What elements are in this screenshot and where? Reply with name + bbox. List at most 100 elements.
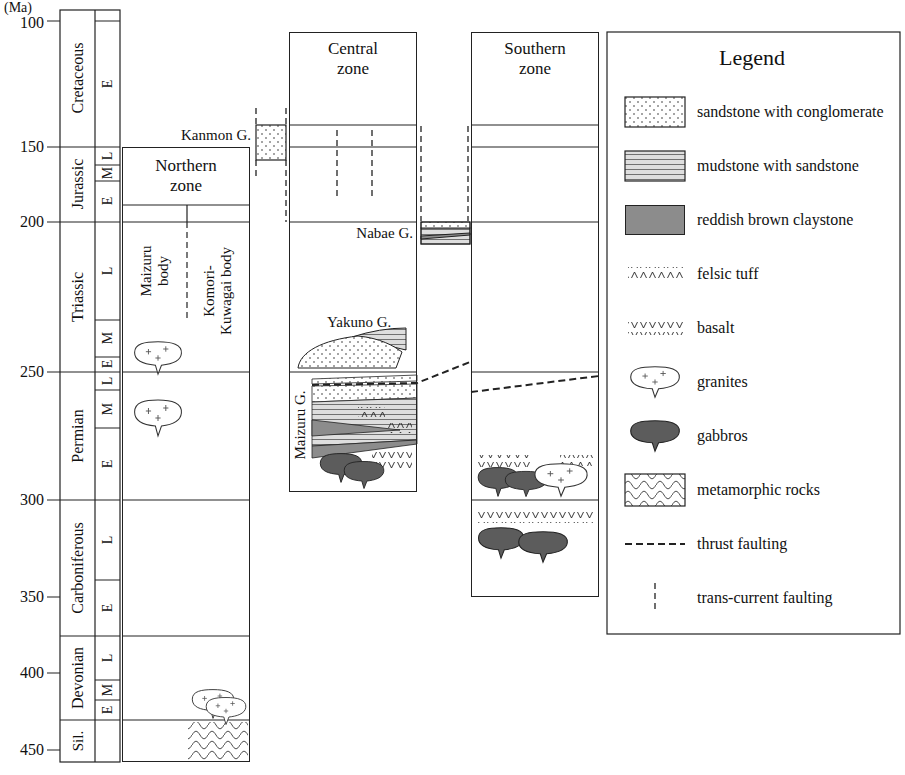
yakuno-strata-path <box>298 336 402 368</box>
maizuru-strata-rect <box>388 423 412 433</box>
legend-swatch <box>625 205 685 235</box>
legend-text: felsic tuff <box>697 264 758 283</box>
age-tick: 200 <box>20 212 44 231</box>
zone-title: Northern zone <box>140 156 232 197</box>
time-column-path <box>95 21 120 700</box>
thrust-faults-path <box>312 362 470 385</box>
epoch-letter: M <box>100 403 117 415</box>
period-name: Cretaceous <box>68 42 87 113</box>
transcurrent-faults <box>256 108 468 222</box>
legend-box-line <box>654 583 655 613</box>
legend-text: basalt <box>697 318 734 337</box>
southern-rocks-use <box>479 528 524 559</box>
transcurrent-faults-path <box>256 108 468 222</box>
legend-box-rect <box>625 97 685 127</box>
body-column: Komori-Kuwagai body <box>187 206 249 761</box>
body-column: Maizuru body <box>123 206 187 761</box>
kanmon-strata <box>256 125 286 160</box>
time-column-path <box>47 21 60 750</box>
age-tick: 450 <box>20 740 44 759</box>
legend-box-rect <box>625 474 685 506</box>
period-name: Triassic <box>68 272 87 322</box>
southern-rocks-use <box>519 532 568 563</box>
zone-title: Southern zone <box>489 39 581 80</box>
legend-text: thrust faulting <box>697 534 787 553</box>
epoch-letter: E <box>100 80 117 89</box>
formation-label: Yakuno G. <box>327 313 391 331</box>
maizuru-strata-rect <box>358 407 385 417</box>
northern-rocks-use <box>206 698 246 725</box>
time-column <box>47 10 120 762</box>
legend-text: gabbros <box>697 426 748 445</box>
period-name: Carboniferous <box>68 522 87 614</box>
maizuru-strata-polygon <box>312 398 417 446</box>
epoch-letter: L <box>100 536 117 545</box>
time-column-rect <box>60 10 120 762</box>
nabae-strata-rect <box>421 228 470 244</box>
maizuru-strata <box>312 375 417 489</box>
nabae-strata-path <box>421 233 470 239</box>
period-name: Devonian <box>68 647 87 709</box>
legend-text: metamorphic rocks <box>697 480 820 499</box>
body-name: Maizuru body <box>138 231 173 311</box>
nabae-strata-rect <box>421 222 470 228</box>
legend-box-rect <box>628 267 684 281</box>
southern-rocks-use <box>535 464 587 496</box>
legend-box <box>607 32 900 634</box>
legend-title: Legend <box>719 45 785 71</box>
nabae-strata <box>421 222 470 244</box>
period-name: Sil. <box>69 731 87 751</box>
southern-zone-lines <box>471 125 599 500</box>
zone-column: Northern zoneMaizuru body Komori-Kuwagai … <box>122 147 250 762</box>
time-column-path <box>60 147 120 720</box>
legend-box-rect <box>625 151 685 181</box>
period-name: Jurassic <box>68 159 87 210</box>
legend-box-rect <box>607 32 900 634</box>
northern-rocks <box>135 342 248 760</box>
epoch-letter: E <box>100 360 117 369</box>
northern-rocks-rect <box>188 722 248 760</box>
formation-label: Maizuru G. <box>291 390 309 459</box>
central-zone-lines-path <box>289 125 417 372</box>
southern-zone-lines-path <box>471 125 599 500</box>
epoch-letter: L <box>100 267 117 276</box>
zone-title: Central zone <box>310 39 396 80</box>
thrust-faults-path <box>471 376 599 392</box>
unit-label: (Ma) <box>4 0 32 16</box>
legend-text: trans-current faulting <box>697 588 833 607</box>
northern-zone-lines-path <box>122 205 250 720</box>
northern-rocks-use <box>135 342 182 374</box>
age-tick: 300 <box>20 490 44 509</box>
epoch-letter: E <box>100 197 117 206</box>
yakuno-strata <box>298 328 406 368</box>
nabae-strata-rect <box>421 222 470 244</box>
age-tick: 250 <box>20 362 44 381</box>
legend-text: mudstone with sandstone <box>697 156 859 175</box>
epoch-letter: E <box>100 604 117 613</box>
southern-rocks-rect <box>478 455 530 467</box>
epoch-letter: M <box>100 684 117 696</box>
maizuru-strata-use <box>344 462 384 489</box>
time-column-line <box>94 10 95 762</box>
kanmon-strata-rect <box>256 125 286 160</box>
southern-rocks-rect <box>478 510 594 523</box>
epoch-letter: L <box>100 152 117 161</box>
zone-column: Southern zone <box>471 32 599 597</box>
legend-text: granites <box>697 372 748 391</box>
legend-box-use <box>631 367 680 398</box>
epoch-letter: M <box>100 332 117 344</box>
age-tick: 350 <box>20 587 44 606</box>
northern-zone-lines <box>122 205 250 720</box>
epoch-letter: M <box>100 167 117 179</box>
age-tick: 150 <box>20 137 44 156</box>
legend-box-use <box>631 421 680 452</box>
legend-text: reddish brown claystone <box>697 210 853 229</box>
formation-label: Nabae G. <box>356 224 413 242</box>
epoch-letter: L <box>100 654 117 663</box>
epoch-letter: L <box>100 377 117 386</box>
northern-rocks-use <box>135 400 182 436</box>
legend-box-line <box>625 543 685 545</box>
epoch-letter: E <box>100 460 117 469</box>
epoch-letter: E <box>100 706 117 715</box>
